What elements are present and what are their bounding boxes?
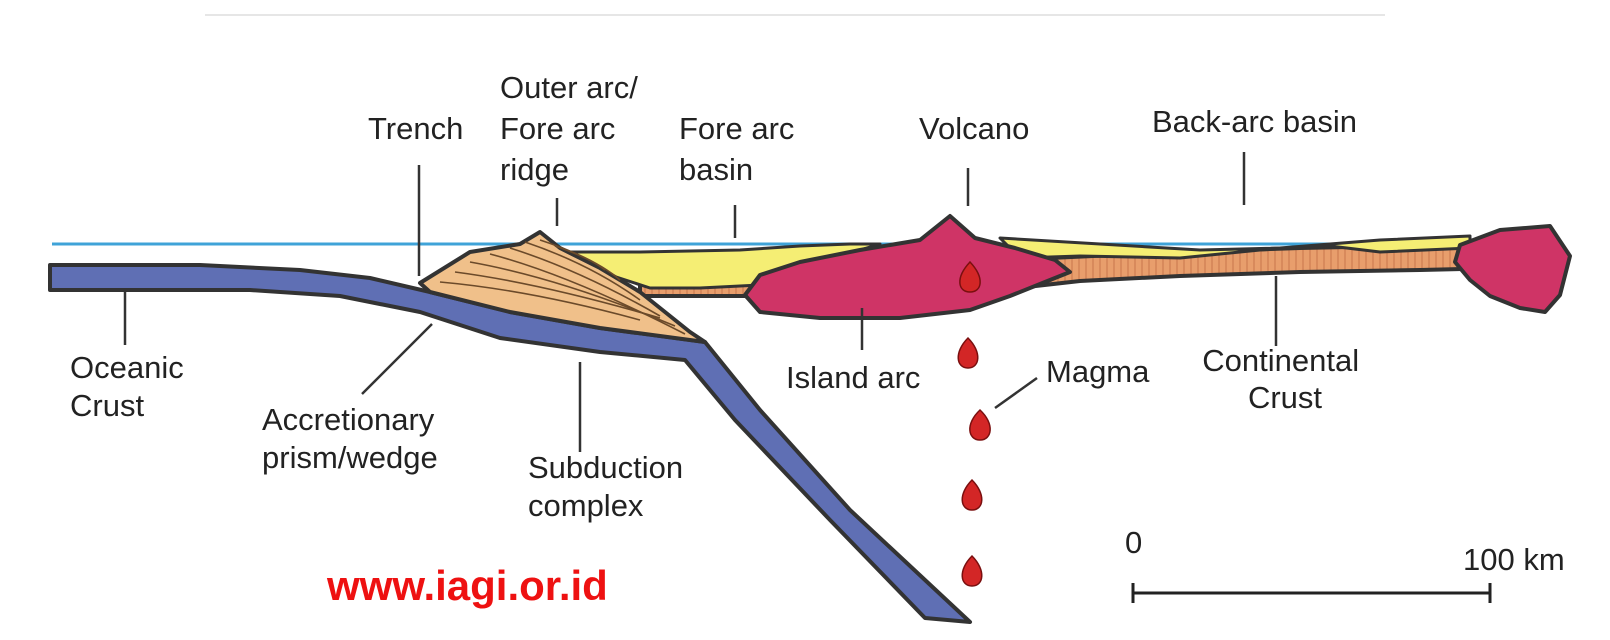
magma-drops [957, 260, 991, 587]
label-subduction-complex: Subduction complex [528, 450, 692, 523]
teardrop-icon [969, 408, 991, 441]
island-arc [743, 214, 1072, 320]
label-back-arc-basin: Back-arc basin [1152, 104, 1357, 139]
teardrop-icon [957, 336, 979, 369]
teardrop-icon [959, 260, 981, 293]
back-arc-basin-fill [998, 234, 1472, 260]
label-magma: Magma [1046, 354, 1150, 389]
top-divider [205, 14, 1385, 16]
label-fore-arc-basin: Fore arc basin [679, 111, 803, 187]
scale-bar: 0 100 km [1125, 525, 1565, 603]
oceanic-crust [48, 263, 972, 624]
label-trench: Trench [368, 111, 463, 146]
teardrop-icon [961, 554, 983, 587]
prism-imbricate-lines [439, 239, 686, 335]
teardrop-icon [961, 478, 983, 511]
back-arc-magmatic-body [1453, 224, 1572, 314]
watermark-url: www.iagi.or.id [326, 562, 608, 609]
accretionary-prism [418, 230, 707, 344]
label-continental-crust: Continental Crust [1202, 343, 1367, 415]
label-island-arc: Island arc [786, 360, 920, 395]
label-outer-arc: Outer arc/ Fore arc ridge [500, 70, 646, 187]
leader-lines [123, 152, 1278, 452]
label-accretionary-prism: Accretionary prism/wedge [262, 402, 443, 475]
scale-end-label: 100 km [1463, 542, 1565, 577]
scale-start-label: 0 [1125, 525, 1142, 560]
label-oceanic-crust: Oceanic Crust [70, 350, 192, 423]
label-volcano: Volcano [919, 111, 1029, 146]
